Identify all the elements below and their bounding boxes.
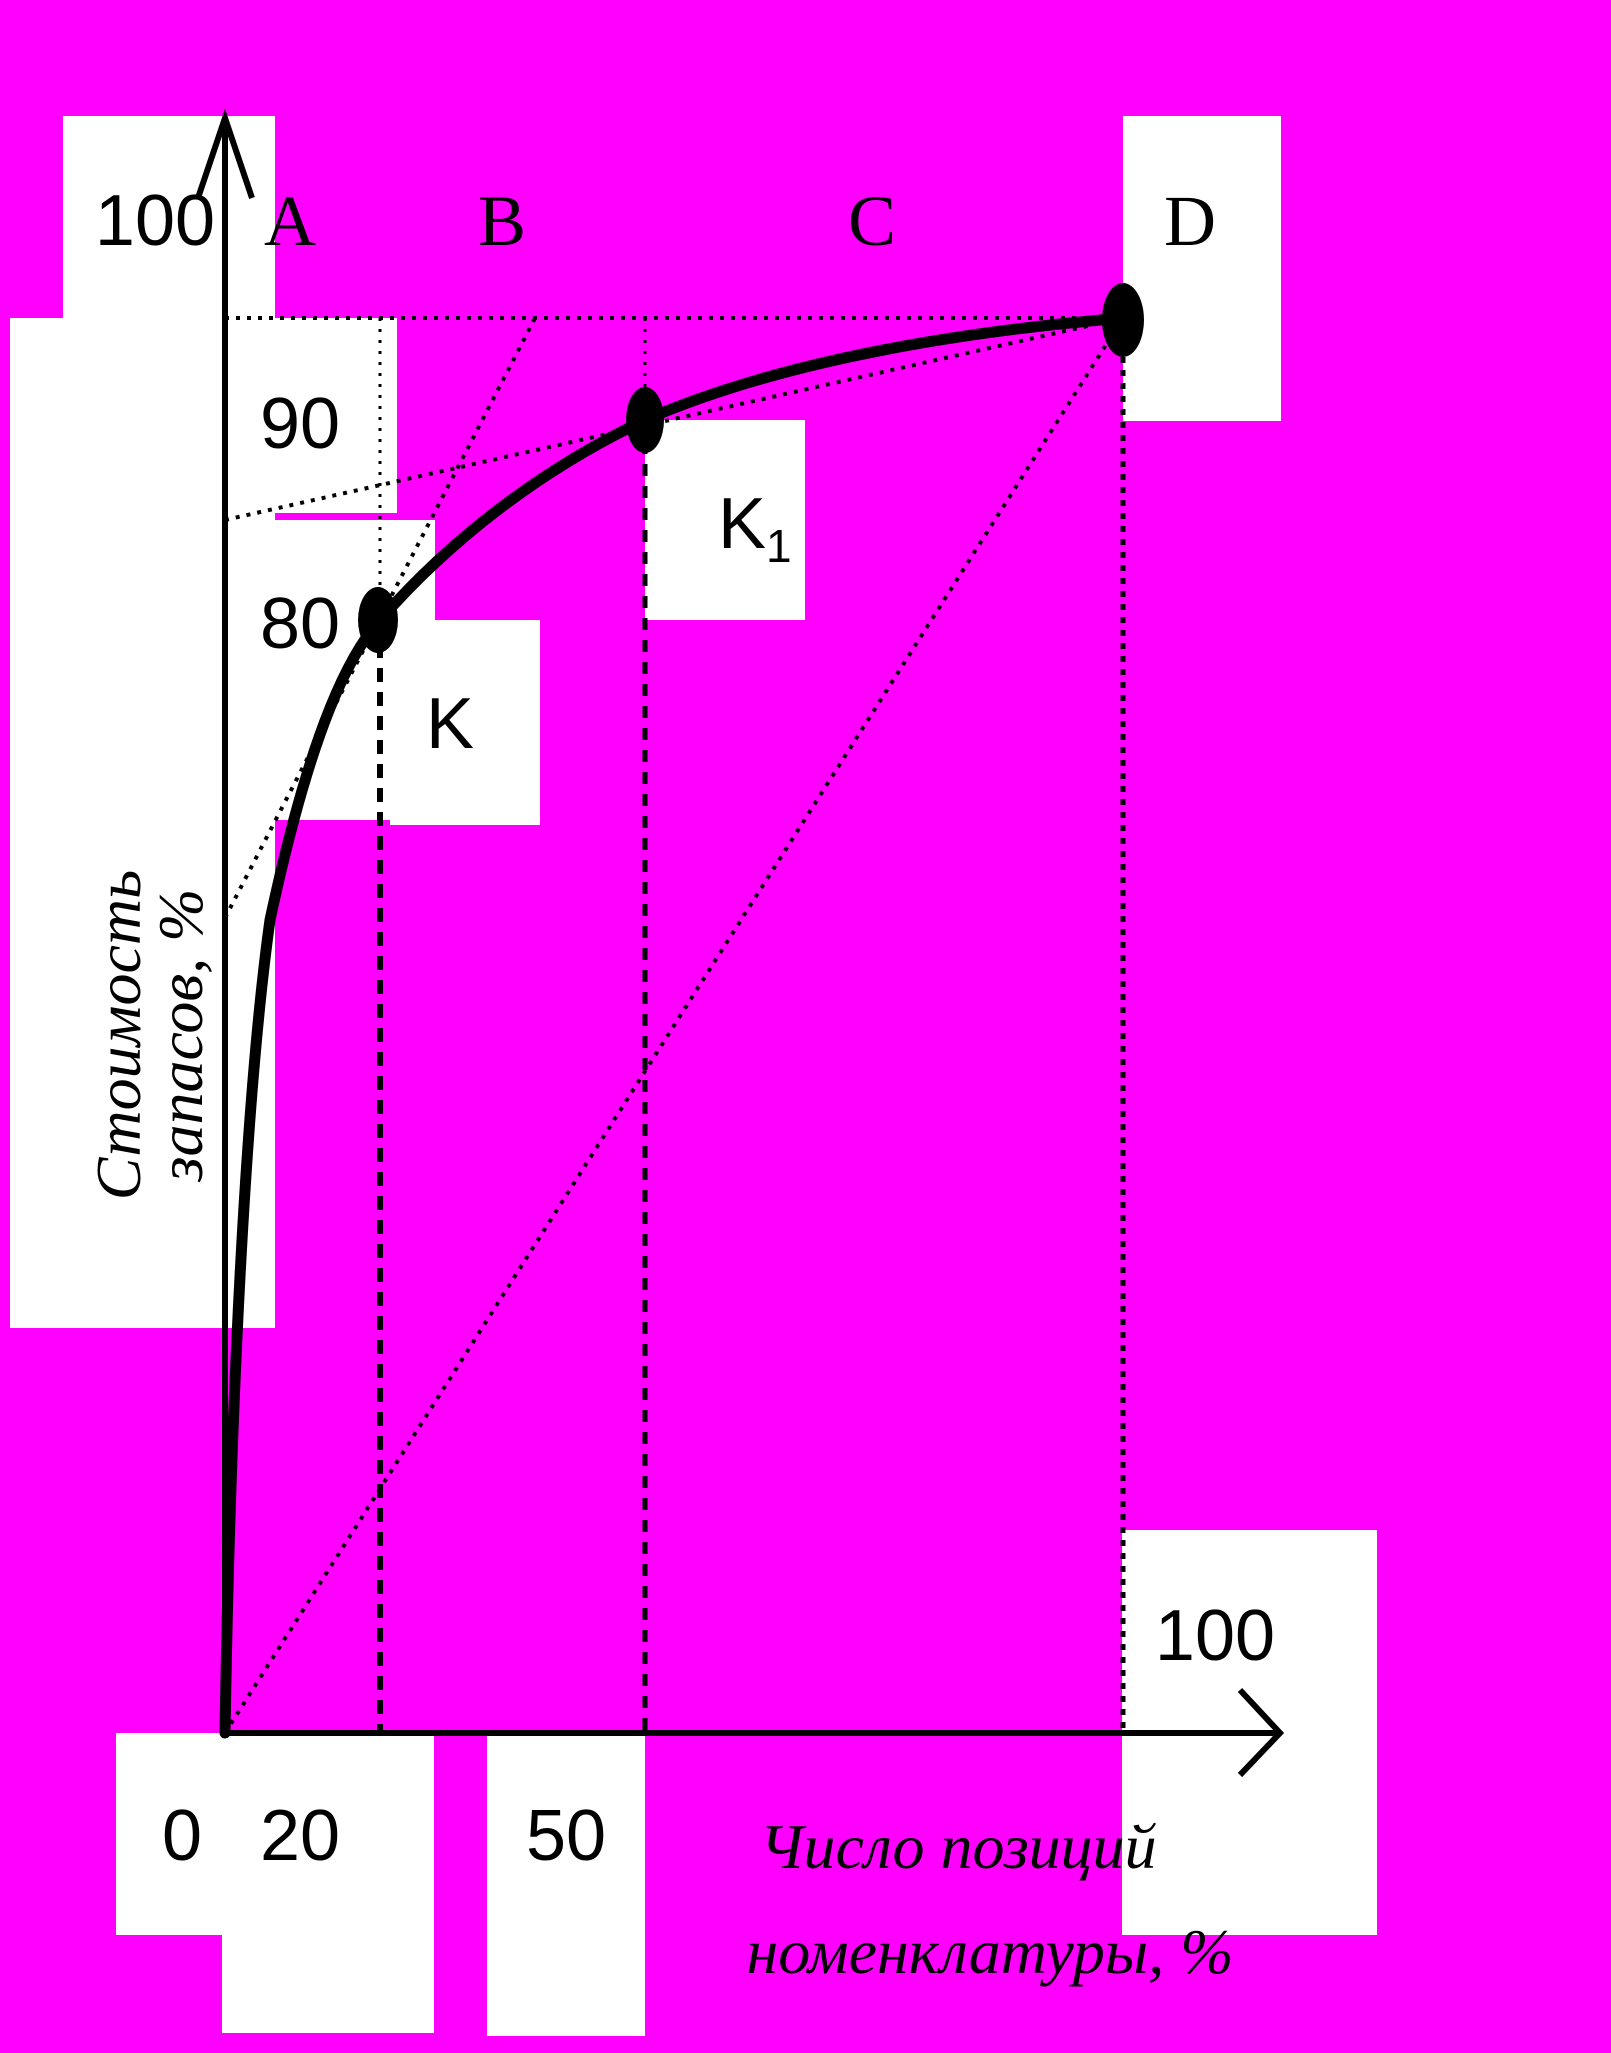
panel-top-left (63, 116, 275, 319)
x-axis-arrow (1237, 1687, 1285, 1778)
y-tick-label-80: 80 (260, 584, 340, 664)
x-axis-title-line-2: номенклатуры, % (746, 1916, 1233, 1987)
x-tick-label-20: 20 (260, 1796, 340, 1876)
x-origin-label: 0 (162, 1796, 202, 1876)
panel-k (390, 620, 540, 825)
y-axis-title-line-2: запасов, % (145, 889, 216, 1183)
diagonal-equality-line (223, 316, 1125, 1735)
y-tick-label-90: 90 (260, 384, 340, 464)
panel-x-zero (116, 1733, 223, 1935)
guide-lines (223, 316, 1126, 1735)
panel-d (1123, 116, 1281, 421)
tangent-line-k (223, 317, 537, 919)
zone-label-a: A (264, 181, 316, 261)
panel-k1 (645, 420, 805, 620)
zone-label-b: B (478, 181, 526, 261)
point-k1-marker (626, 387, 664, 453)
point-d-marker (1102, 283, 1144, 357)
point-k1-label-base: K (718, 484, 766, 564)
panel-x-50 (487, 1733, 645, 2036)
y-axis-arrow (195, 108, 255, 199)
point-k-label: K (426, 684, 474, 764)
panel-tick-90 (225, 318, 397, 513)
zone-label-d: D (1164, 181, 1216, 261)
x-tick-label-50: 50 (526, 1796, 606, 1876)
y-end-label: 100 (95, 181, 215, 261)
x-axis-title-line-1: Число позиций (759, 1811, 1156, 1882)
y-axis-title: Стоимость запасов, % (83, 870, 216, 1200)
panel-x-20 (222, 1733, 434, 2033)
x-end-label: 100 (1155, 1596, 1275, 1676)
y-axis-title-line-1: Стоимость (83, 870, 154, 1200)
point-k1-label: K1 (718, 484, 792, 572)
point-k-marker (358, 587, 398, 653)
zone-label-c: C (848, 181, 896, 261)
axes (195, 108, 1285, 1778)
point-k1-label-sub: 1 (766, 520, 792, 572)
white-panels (10, 116, 1377, 2036)
